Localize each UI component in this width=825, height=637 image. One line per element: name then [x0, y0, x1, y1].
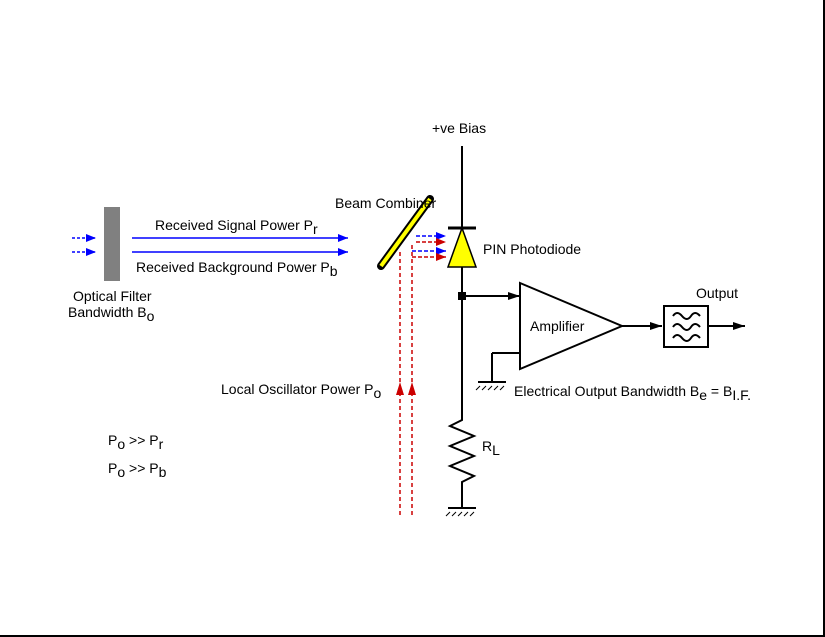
resistor-icon: [447, 413, 477, 508]
background-power-label: Received Background Power Pb: [136, 259, 338, 279]
resistor-label: RL: [482, 438, 500, 458]
optical-filter-label-line2: Bandwidth Bo: [68, 304, 155, 324]
resistor-ground: [445, 507, 476, 517]
local-oscillator-label: Local Oscillator Power Po: [221, 381, 382, 401]
condition-po-gg-pr: Po >> Pr: [108, 432, 164, 452]
signal-power-label: Received Signal Power Pr: [155, 217, 318, 237]
amplifier-label: Amplifier: [530, 318, 585, 334]
amplifier-ground: [475, 352, 520, 391]
beam-combiner-label: Beam Combiner: [335, 195, 436, 211]
photodiode-icon: [446, 225, 478, 268]
photodiode-label: PIN Photodiode: [483, 241, 581, 257]
electrical-bandwidth-label: Electrical Output Bandwidth Be = BI.F.: [514, 383, 751, 403]
combined-beams: [412, 232, 446, 261]
bandpass-filter-icon: [663, 305, 709, 348]
local-oscillator-beams: [396, 245, 416, 515]
incoming-beams: [72, 234, 96, 256]
beam-combiner-mirror-icon: [377, 195, 434, 270]
filtered-beams: [132, 234, 348, 256]
optical-filter-icon: [104, 207, 120, 281]
bias-label: +ve Bias: [432, 120, 486, 136]
condition-po-gg-pb: Po >> Pb: [108, 460, 167, 480]
optical-filter-label-line1: Optical Filter: [73, 288, 152, 304]
amplifier-icon: [519, 281, 625, 371]
output-label: Output: [696, 285, 738, 301]
